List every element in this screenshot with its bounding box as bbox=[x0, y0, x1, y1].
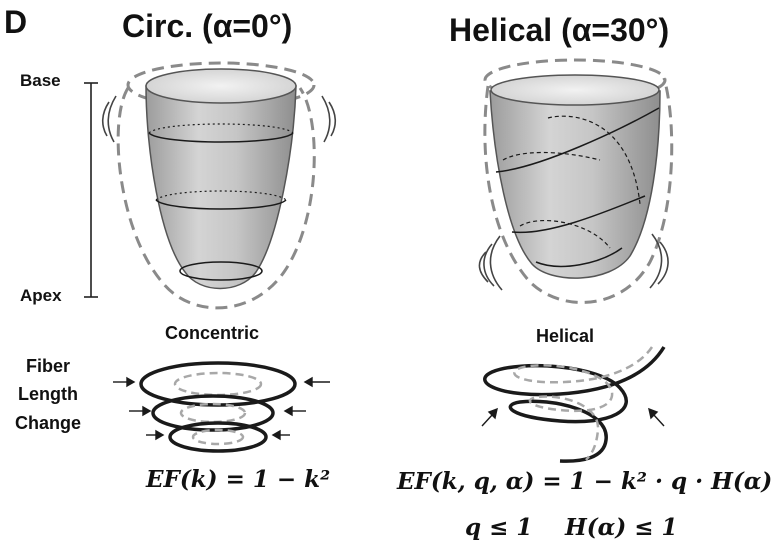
motion-lines-right bbox=[478, 233, 669, 291]
base-label: Base bbox=[20, 71, 61, 90]
heart-base-rim bbox=[145, 68, 297, 104]
equation-h-constraint: H(α) ≤ 1 bbox=[565, 514, 678, 541]
base-apex-axis bbox=[84, 82, 98, 298]
subtitle-helical: Helical bbox=[536, 326, 595, 346]
motion-lines-left bbox=[101, 95, 337, 143]
diagram-canvas bbox=[84, 58, 674, 463]
heart-body bbox=[145, 85, 297, 290]
heart-outline-dashed bbox=[116, 87, 316, 310]
heart-base-rim bbox=[490, 74, 660, 106]
equation-circumferential: EF(k) = 1 − k² bbox=[146, 466, 331, 493]
apex-label: Apex bbox=[20, 286, 62, 305]
heart-outline-dashed bbox=[483, 77, 674, 304]
equation-helical: EF(k, q, α) = 1 − k² · q · H(α) bbox=[397, 468, 772, 495]
subtitle-concentric: Concentric bbox=[165, 323, 260, 343]
title-helical: Helical (α=30°) bbox=[449, 12, 670, 48]
helical-fiber-diagram bbox=[481, 346, 666, 463]
title-circumferential: Circ. (α=0°) bbox=[122, 8, 293, 44]
fiber-label-line-3: Change bbox=[14, 413, 81, 433]
heart-helical bbox=[478, 58, 674, 304]
equation-q-constraint: q ≤ 1 bbox=[465, 514, 533, 541]
fiber-label-line-1: Fiber bbox=[25, 356, 70, 376]
compression-arrows-left bbox=[113, 376, 330, 441]
panel-letter: D bbox=[4, 4, 28, 40]
fiber-label-line-2: Length bbox=[18, 384, 78, 404]
compression-arrows-right bbox=[481, 407, 665, 427]
heart-circumferential bbox=[101, 61, 337, 310]
concentric-fiber-diagram bbox=[113, 361, 330, 453]
heart-body bbox=[489, 90, 661, 279]
